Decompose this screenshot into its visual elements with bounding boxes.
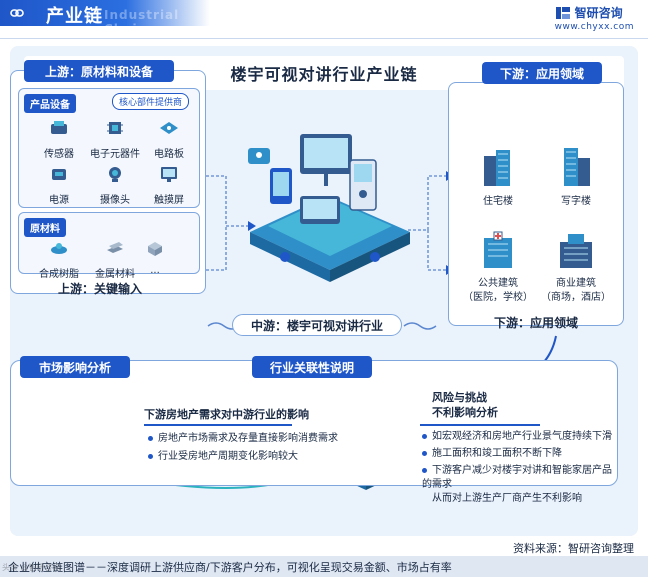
raw-item-more: ... — [126, 238, 184, 276]
risk-title: 风险与挑战 不利影响分析 — [432, 391, 498, 419]
page-title: 产业链 — [46, 6, 103, 27]
caption-watermark: 头条 @智研咨询 — [2, 563, 61, 572]
risk-underline — [420, 424, 540, 426]
power-supply-icon — [52, 169, 66, 180]
upstream-item-components: 电子元器件 — [86, 118, 144, 160]
camera-icon — [109, 167, 121, 182]
raw-item-metal: 金属材料 — [86, 238, 144, 280]
office-building-icon — [564, 148, 590, 186]
sensor-icon — [51, 121, 67, 134]
impact-title: 下游房地产需求对中游行业的影响 — [144, 408, 309, 421]
downstream-commercial: 商业建筑 （商场，酒店） — [536, 230, 616, 305]
relation-tag: 行业关联性说明 — [252, 356, 372, 378]
brand-name: 智研咨询 — [574, 6, 623, 20]
residential-building-icon — [484, 150, 510, 186]
caption-text: 企业供应链图谱－－深度调研上游供应商/下游客户分布，可视化呈现交易金额、市场占有… — [8, 561, 452, 574]
downstream-public: 公共建筑 （医院，学校） — [458, 230, 538, 305]
intercom-platform-illustration — [248, 134, 410, 282]
chain-link-icon — [10, 9, 24, 17]
downstream-residential: 住宅楼 — [458, 146, 538, 209]
brand-url: www.chyxx.com — [554, 22, 634, 32]
header-watermark: Industrial Chain — [104, 8, 180, 36]
core-parts-label: 核心部件提供商 — [112, 93, 190, 110]
impact-underline — [144, 424, 292, 426]
raw-item-resin: 合成树脂 — [30, 238, 88, 280]
upstream-footer: 上游：关键输入 — [58, 282, 143, 296]
equipment-label: 产品设备 — [24, 94, 76, 113]
impact-point-2: 行业受房地产周期变化影响较大 — [148, 450, 298, 464]
header-banner: 产业链 Industrial Chain — [0, 0, 210, 36]
downstream-tag: 下游：应用领域 — [482, 62, 602, 84]
market-tag: 市场影响分析 — [20, 356, 130, 378]
upstream-connector — [206, 175, 248, 271]
circuit-board-icon — [160, 122, 178, 134]
brand-block: 智研咨询 www.chyxx.com — [555, 4, 634, 32]
midstream-label: 中游：楼宇可视对讲行业 — [232, 314, 402, 336]
upstream-item-sensor: 传感器 — [30, 118, 88, 160]
raw-materials-label: 原材料 — [24, 218, 66, 237]
market-analysis-box — [10, 360, 618, 486]
midstream-wave-2 — [403, 322, 437, 330]
upstream-tag: 上游：原材料和设备 — [24, 60, 174, 82]
downstream-office: 写字楼 — [536, 146, 616, 209]
diagram-title: 楼宇可视对讲行业产业链 — [230, 65, 418, 84]
downstream-box — [448, 82, 624, 326]
metal-bars-icon — [107, 242, 123, 253]
chip-icon — [107, 122, 123, 134]
box-icon — [148, 242, 162, 256]
upstream-item-circuit-board: 电路板 — [140, 118, 198, 160]
header-divider — [0, 38, 648, 39]
mall-icon — [560, 234, 592, 268]
upstream-item-power: 电源 — [30, 164, 88, 206]
touchscreen-icon — [161, 167, 177, 182]
upstream-item-touchscreen: 触摸屏 — [140, 164, 198, 206]
caption-bar — [0, 556, 648, 577]
top-header: 产业链 Industrial Chain 智研咨询 www.chyxx.com — [0, 0, 648, 40]
downstream-footer: 下游：应用领域 — [494, 316, 579, 330]
upstream-item-camera: 摄像头 — [86, 164, 144, 206]
risk-point-4: 从而对上游生产厂商产生不利影响 — [432, 493, 582, 504]
downstream-connector — [408, 175, 446, 271]
hospital-icon — [484, 231, 512, 268]
risk-point-1: 如宏观经济和房地产行业景气度持续下滑 — [422, 430, 612, 444]
brand-logo-icon — [555, 6, 570, 19]
risk-point-2: 施工面积和竣工面积不断下降 — [422, 447, 562, 461]
source-note: 资料来源：智研咨询整理 — [513, 542, 634, 555]
upstream-arrow-icon — [248, 221, 256, 231]
resin-icon — [51, 243, 67, 254]
risk-point-3: 下游客户减少对楼宇对讲和智能家居产品的需求 — [422, 465, 612, 490]
impact-point-1: 房地产市场需求及存量直接影响消费需求 — [148, 432, 338, 446]
